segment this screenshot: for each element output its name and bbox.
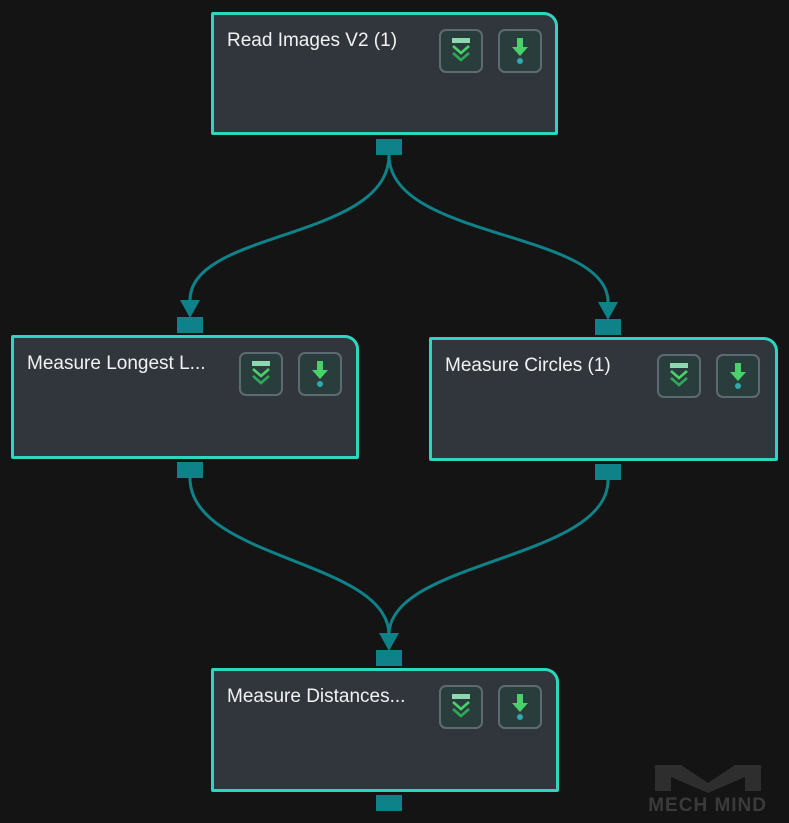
expand-chevrons-icon [452, 38, 470, 62]
expand-button[interactable] [239, 352, 283, 396]
output-port[interactable] [376, 139, 402, 155]
expand-chevrons-icon [252, 361, 270, 385]
node-title: Measure Distances... [227, 686, 406, 707]
expand-chevrons-icon [452, 694, 470, 718]
node-title: Read Images V2 (1) [227, 30, 398, 51]
expand-chevrons-icon [670, 363, 688, 387]
input-port[interactable] [376, 650, 402, 666]
output-port[interactable] [595, 464, 621, 480]
debug-output-icon [730, 363, 746, 389]
expand-button[interactable] [439, 29, 483, 73]
input-port[interactable] [595, 319, 621, 335]
watermark-text: MECH MIND [648, 795, 767, 816]
connection-read-to-lines [188, 154, 391, 301]
debug-output-button[interactable] [498, 29, 542, 73]
connection-circles-to-distances [387, 479, 610, 636]
input-port[interactable] [177, 317, 203, 333]
expand-button[interactable] [439, 685, 483, 729]
arrow-head-lines [180, 300, 200, 318]
output-port[interactable] [376, 795, 402, 811]
arrow-head-distances [379, 633, 399, 651]
connection-read-to-circles [387, 154, 610, 303]
debug-output-icon [512, 694, 528, 720]
debug-output-icon [512, 38, 528, 64]
debug-output-button[interactable] [298, 352, 342, 396]
debug-output-button[interactable] [498, 685, 542, 729]
expand-button[interactable] [657, 354, 701, 398]
node-measure-distances[interactable]: Measure Distances... [211, 668, 559, 792]
mech-mind-logo [654, 765, 761, 793]
node-measure-lines[interactable]: Measure Longest L... [11, 335, 359, 459]
output-port[interactable] [177, 462, 203, 478]
watermark: MECH MIND [648, 763, 767, 817]
connection-lines-to-distances [188, 477, 391, 636]
node-title: Measure Longest L... [27, 353, 206, 374]
node-title: Measure Circles (1) [445, 355, 611, 376]
arrow-head-circles [598, 302, 618, 320]
node-read-images[interactable]: Read Images V2 (1) [211, 12, 558, 135]
debug-output-button[interactable] [716, 354, 760, 398]
debug-output-icon [312, 361, 328, 387]
node-measure-circles[interactable]: Measure Circles (1) [429, 337, 778, 461]
